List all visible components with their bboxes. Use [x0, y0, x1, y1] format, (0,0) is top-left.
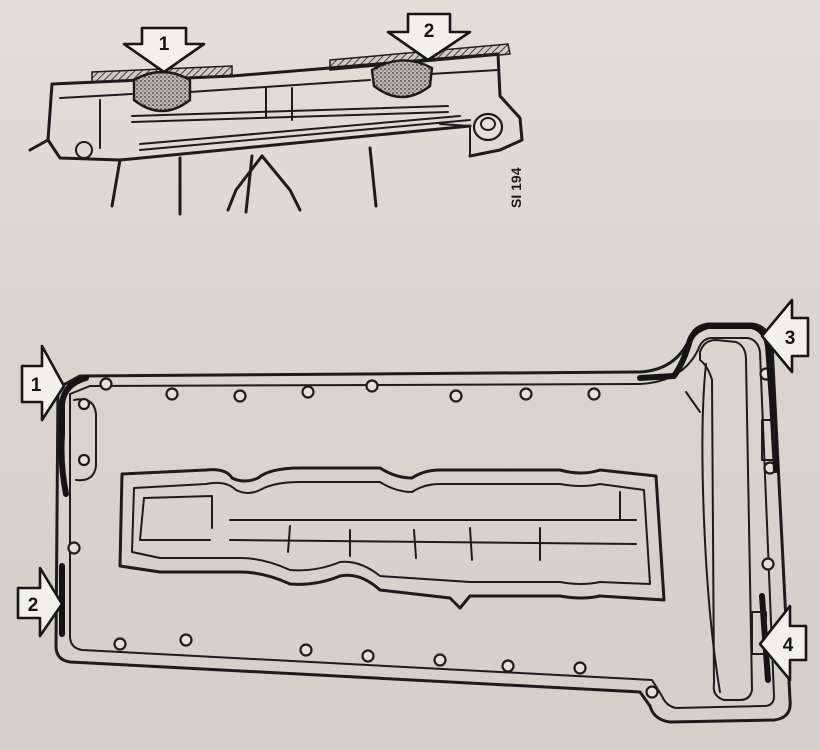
svg-text:4: 4: [783, 635, 794, 656]
bolt-hole-icon: [573, 661, 587, 675]
center-baffle-inner: [131, 481, 651, 585]
bottom-plan-view: 1 2 3 4: [16, 298, 810, 724]
sealant-line-1: [58, 375, 89, 497]
figure-id: SI 194: [508, 167, 524, 208]
left-cap-outline: [73, 398, 97, 482]
bolt-hole-icon: [761, 557, 775, 571]
bolt-hole-icon: [299, 643, 313, 657]
bolt-holes-top: [99, 377, 601, 403]
svg-text:2: 2: [28, 595, 39, 616]
center-baffle-outer: [118, 466, 666, 610]
bolt-hole-icon: [645, 685, 659, 699]
cover-inner-outline: [69, 337, 775, 709]
svg-text:3: 3: [785, 328, 796, 349]
boss-icon: [472, 112, 504, 142]
bolt-hole-icon: [449, 389, 463, 403]
bolt-hole-icon: [501, 659, 515, 673]
callout-bottom-4: 4: [758, 604, 808, 682]
bolt-hole-icon: [179, 633, 193, 647]
sealant-blob-2: [370, 59, 434, 99]
svg-text:1: 1: [159, 34, 170, 55]
bolt-hole-icon: [99, 377, 113, 391]
sealant-blob-1: [132, 70, 192, 113]
bolt-hole-icon: [301, 385, 315, 399]
callout-top-2: 2: [386, 12, 472, 62]
cover-outer-outline: [54, 322, 792, 724]
bolt-hole-icon: [67, 541, 81, 555]
bolt-hole-icon: [75, 141, 93, 159]
callout-bottom-1: 1: [20, 344, 66, 422]
callout-bottom-2: 2: [16, 566, 64, 638]
callout-bottom-3: 3: [760, 298, 810, 374]
bolt-hole-icon: [365, 379, 379, 393]
housing-outline: [50, 52, 524, 158]
bolt-hole-icon: [77, 397, 91, 411]
top-section-view: 1 2 SI 194: [28, 12, 524, 216]
callout-top-1: 1: [122, 26, 206, 74]
bolt-hole-icon: [113, 637, 127, 651]
bolt-hole-icon: [165, 387, 179, 401]
bolt-hole-icon: [433, 653, 447, 667]
svg-text:2: 2: [424, 21, 435, 42]
svg-text:1: 1: [31, 375, 42, 396]
bolt-hole-icon: [77, 453, 91, 467]
bolt-holes-bottom: [113, 633, 659, 699]
sealant-line-3: [637, 323, 779, 473]
bolt-hole-icon: [519, 387, 533, 401]
bolt-hole-icon: [233, 389, 247, 403]
right-chamber: [699, 339, 753, 701]
bolt-hole-icon: [587, 387, 601, 401]
bolt-hole-icon: [361, 649, 375, 663]
